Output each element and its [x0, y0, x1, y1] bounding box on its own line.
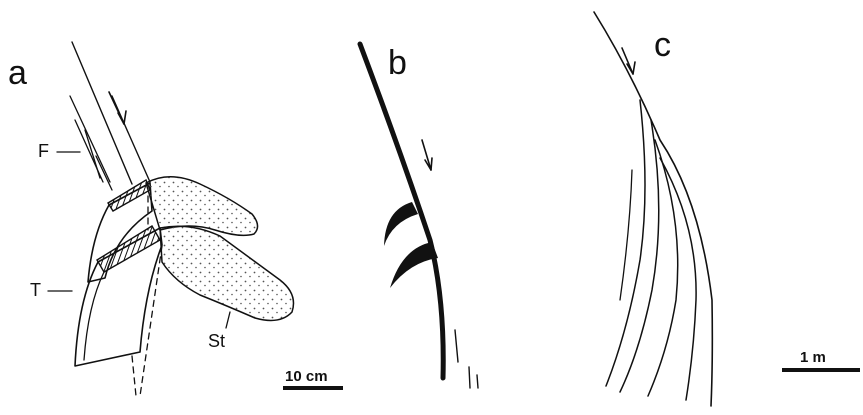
scale-bar-c-label: 1 m [800, 349, 826, 366]
panel-b: b [360, 44, 478, 388]
lower-splay-b [390, 242, 438, 288]
panel-a-letter: a [8, 54, 27, 92]
lower-sandstone-bed [160, 226, 294, 320]
label-tear: T [30, 280, 41, 300]
panel-c-letter: c [654, 26, 671, 64]
listric-splays-c [606, 100, 696, 400]
upper-sandstone-bed [146, 177, 258, 236]
minor-fractures-b [455, 330, 478, 388]
label-fault: F [38, 141, 49, 161]
slip-arrow-b [422, 140, 432, 170]
fault-zone-lines [70, 42, 150, 190]
panel-b-letter: b [388, 44, 407, 82]
upper-hatched-band [108, 180, 150, 211]
upper-splay-b [384, 202, 418, 246]
scale-bar-a-label: 10 cm [285, 368, 328, 385]
main-fault-c [594, 12, 712, 406]
lower-block-inner-line [84, 272, 104, 360]
scale-bar-a [283, 386, 343, 390]
panel-a: a [8, 42, 343, 396]
panel-c: c 1 m [594, 12, 860, 406]
label-strata-leader [226, 312, 230, 328]
scale-bar-c [782, 368, 860, 372]
label-strata: St [208, 331, 225, 351]
slip-arrow-c [622, 48, 635, 74]
lower-hatched-band [97, 226, 160, 272]
